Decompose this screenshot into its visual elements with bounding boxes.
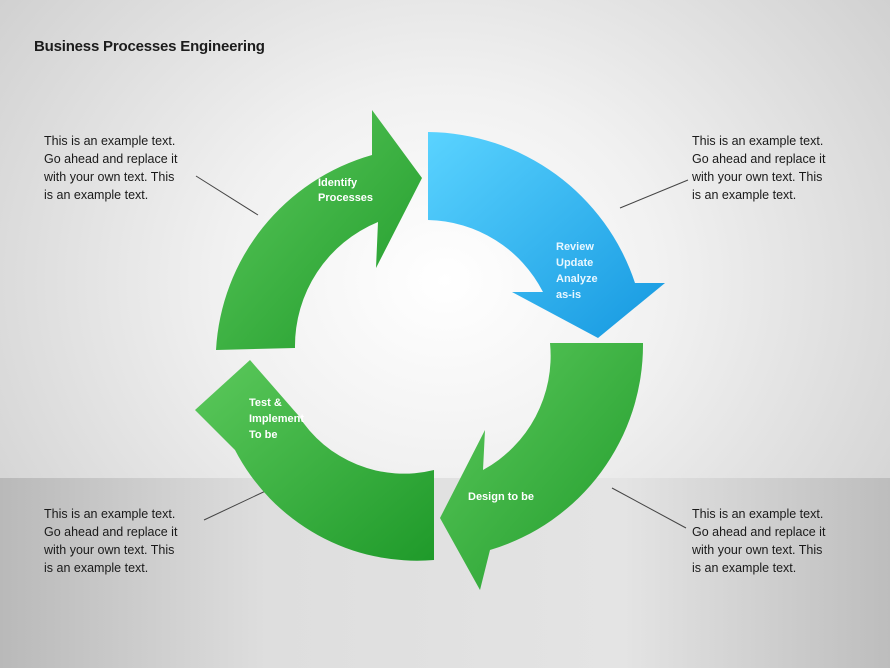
step-label-design-to-be: Design to be: [468, 491, 534, 503]
note-top-left: This is an example text. Go ahead and re…: [44, 134, 178, 202]
arrow-design-to-be: [440, 343, 644, 590]
step-label-test-implement: Test & Implement To be: [249, 397, 307, 441]
page-title: Business Processes Engineering: [34, 38, 265, 55]
connector-line-top-left: [195, 175, 259, 216]
arrow-identify-processes: [216, 110, 422, 350]
arrow-review-update: [428, 132, 665, 338]
step-label-review-update: Review Update Analyze as-is: [556, 241, 601, 301]
note-top-right: This is an example text. Go ahead and re…: [692, 134, 826, 202]
arrow-test-implement: [195, 360, 434, 561]
step-label-identify-processes: Identify Processes: [318, 177, 373, 204]
note-bottom-right: This is an example text. Go ahead and re…: [692, 507, 826, 575]
note-bottom-left: This is an example text. Go ahead and re…: [44, 507, 178, 575]
connector-line-bottom-right: [611, 487, 687, 529]
connector-line-top-right: [619, 179, 689, 209]
connector-line-bottom-left: [203, 487, 273, 521]
